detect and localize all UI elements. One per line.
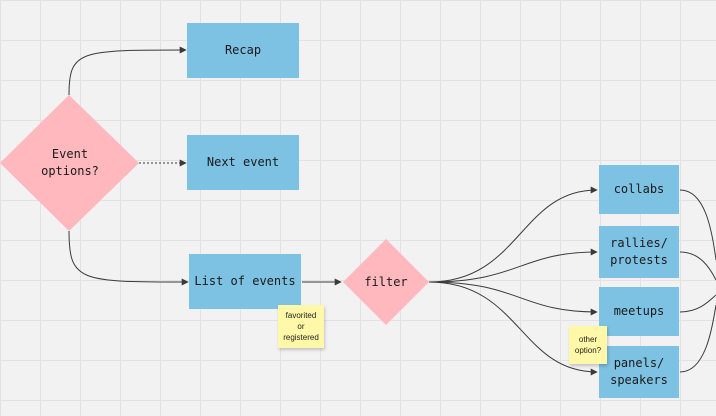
edge-rallies-out[interactable] — [679, 251, 716, 281]
edge-filter-to-collabs[interactable] — [428, 186, 598, 283]
rallies-protests-node[interactable]: rallies/ protests — [599, 226, 679, 278]
event-options-diamond[interactable] — [0, 95, 139, 231]
list-of-events-node[interactable]: List of events — [189, 254, 301, 309]
edge-filter-to-rallies[interactable] — [428, 248, 598, 283]
edge-collabs-out[interactable] — [679, 189, 716, 261]
edge-options-to-recap[interactable] — [68, 46, 187, 96]
event-options-label: Event options? — [41, 147, 99, 178]
meetups-node[interactable]: meetups — [599, 287, 679, 336]
edge-filter-to-meetups[interactable] — [428, 281, 598, 316]
other-option-sticky-note[interactable]: other option? — [569, 326, 607, 364]
edge-filter-to-panels[interactable] — [428, 281, 598, 376]
filter-label: filter — [364, 274, 408, 289]
collabs-node[interactable]: collabs — [599, 165, 679, 214]
edge-panels-out[interactable] — [679, 304, 716, 373]
recap-node[interactable]: Recap — [187, 23, 299, 78]
edge-options-to-list[interactable] — [68, 230, 189, 286]
edge-meetups-out[interactable] — [679, 294, 716, 313]
panels-speakers-node[interactable]: panels/ speakers — [599, 346, 679, 398]
next-event-node[interactable]: Next event — [187, 135, 299, 190]
favorited-sticky-note[interactable]: favorited or registered — [278, 305, 324, 348]
filter-diamond[interactable] — [343, 239, 429, 325]
